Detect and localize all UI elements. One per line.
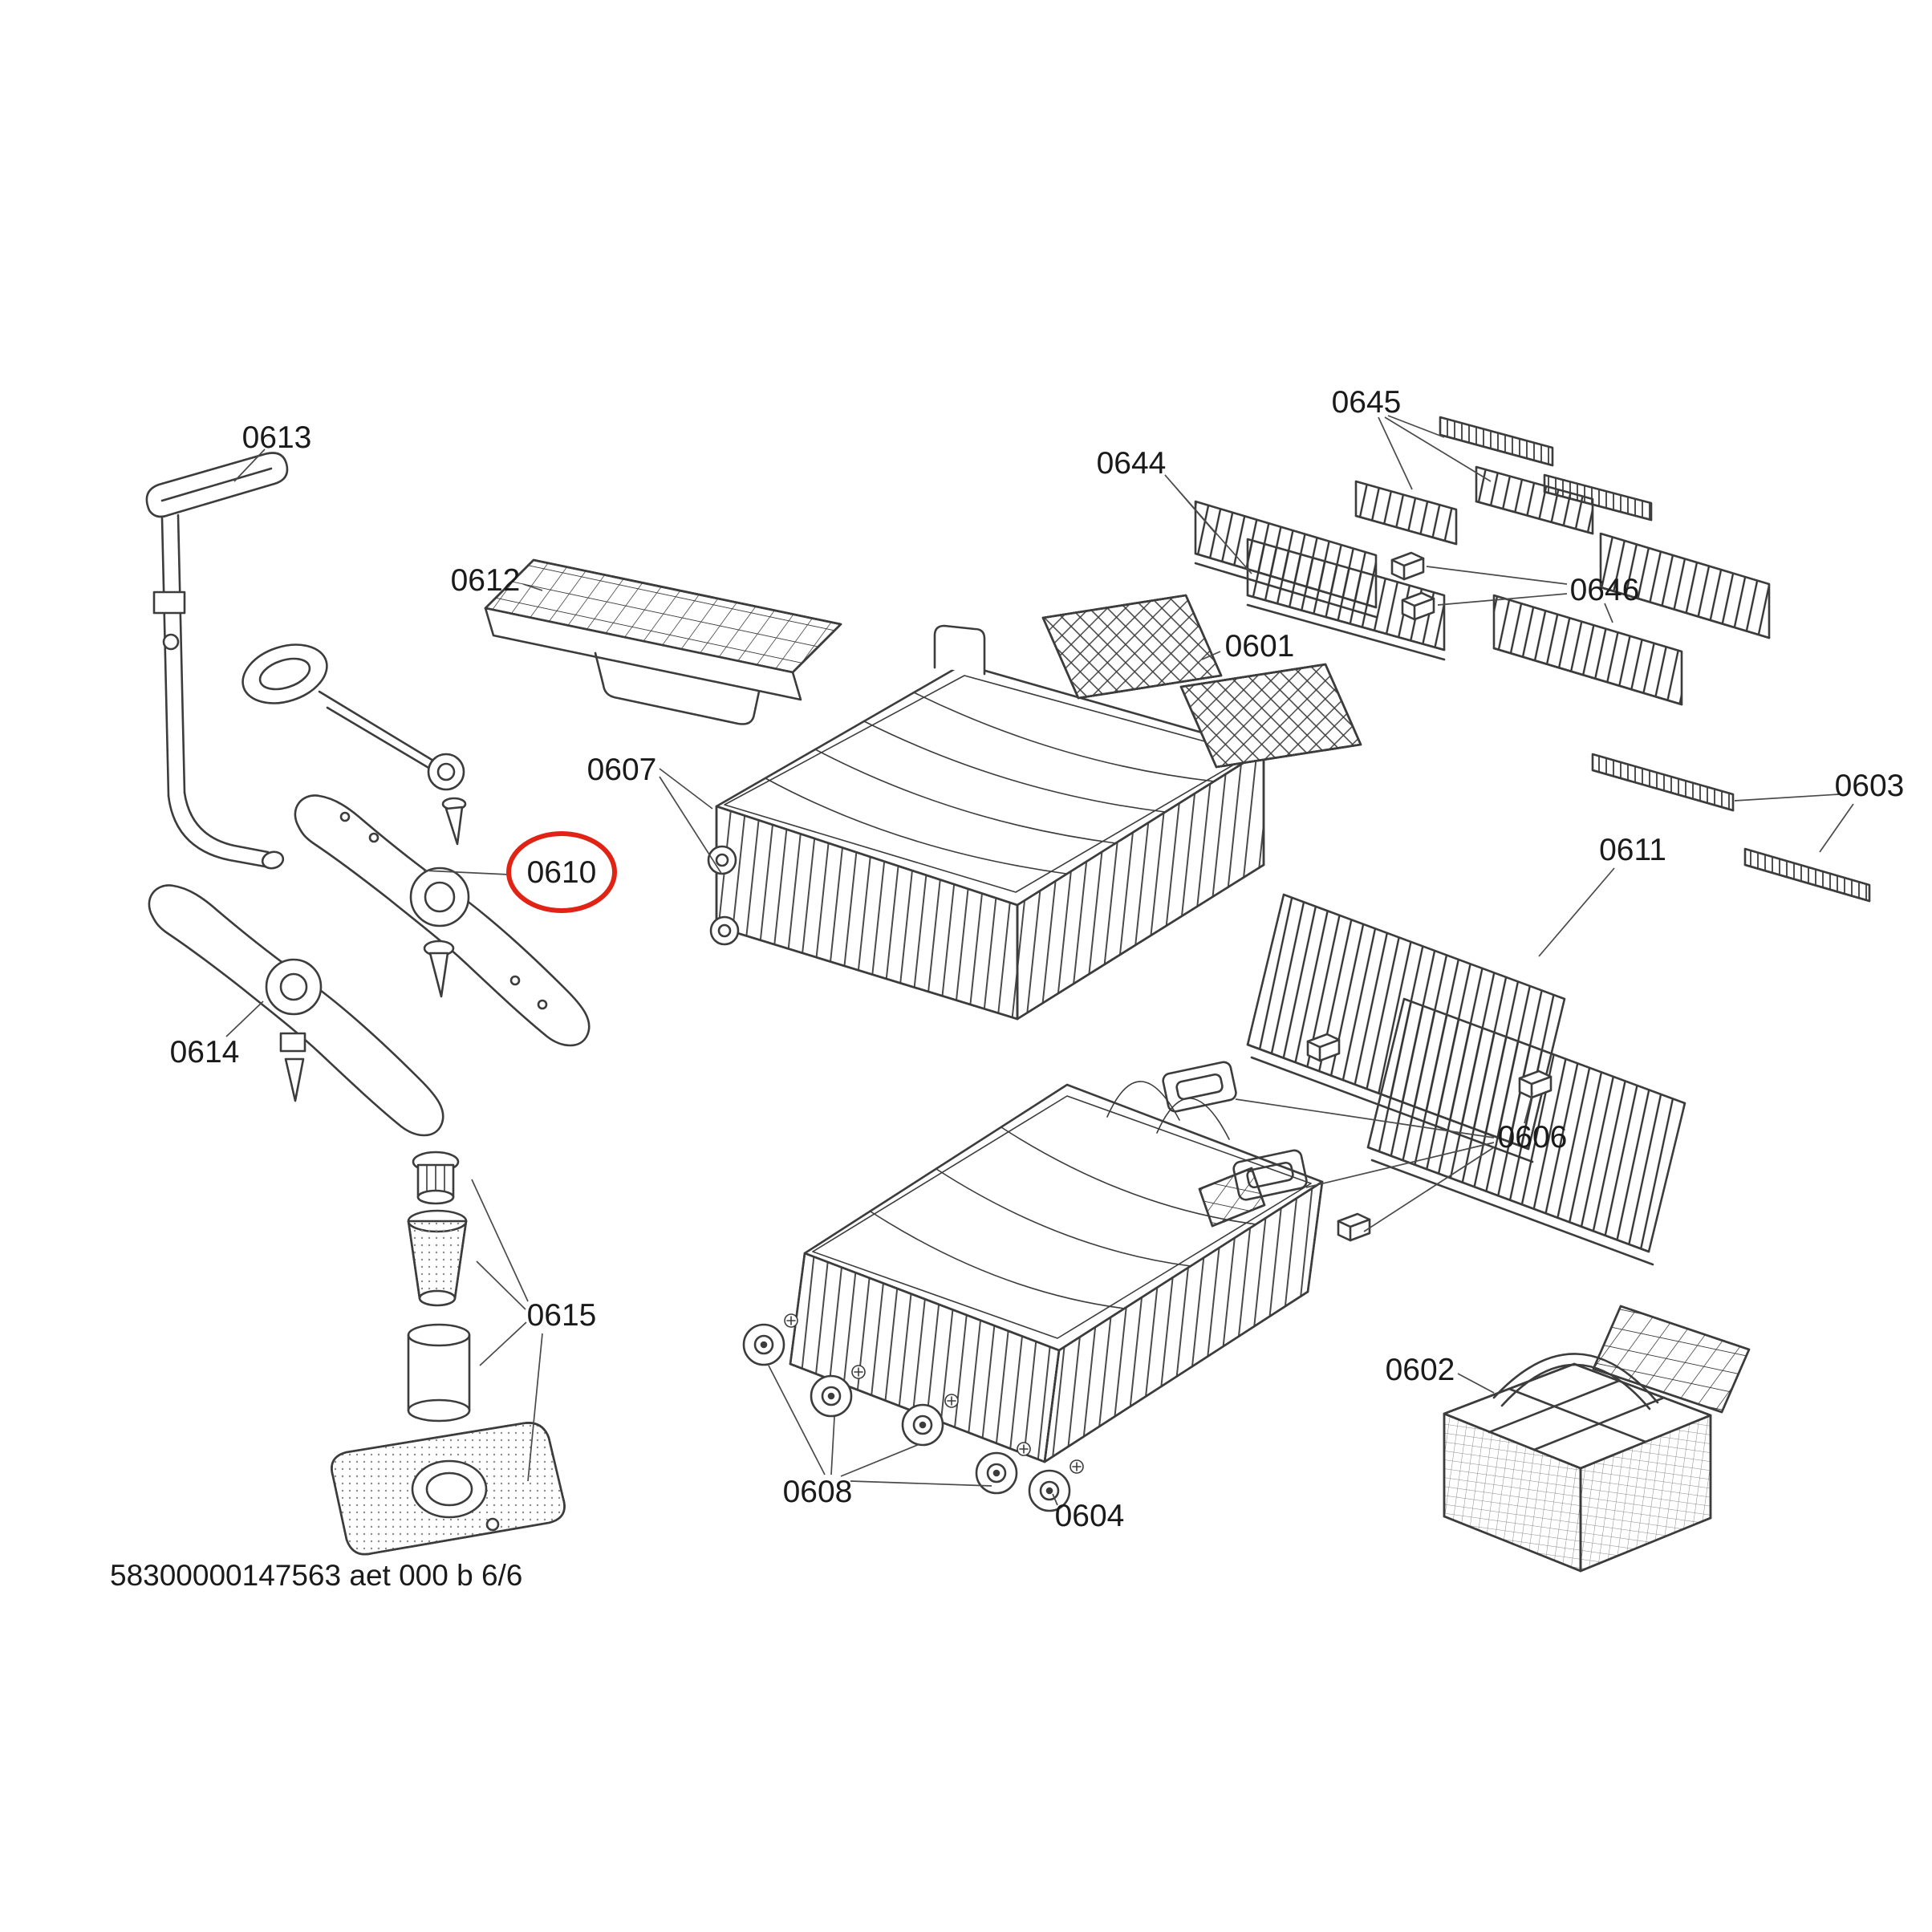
- part-label-0602[interactable]: 0602: [1386, 1353, 1455, 1387]
- part-label-0601[interactable]: 0601: [1225, 629, 1295, 664]
- part-0601-fold-racks: [1041, 594, 1362, 769]
- part-0644-tine-rows: [1194, 500, 1446, 661]
- part-0646-clips: [1390, 551, 1683, 706]
- part-0645-tine-rows: [1354, 416, 1771, 639]
- part-label-0603[interactable]: 0603: [1835, 769, 1905, 803]
- part-label-0614[interactable]: 0614: [170, 1035, 240, 1070]
- document-code: 58300000147563 aet 000 b 6/6: [110, 1559, 522, 1592]
- part-0613-feed-pipe: [145, 452, 289, 870]
- part-label-0610[interactable]: 0610: [527, 855, 597, 890]
- part-label-0607[interactable]: 0607: [587, 753, 657, 787]
- part-label-0645[interactable]: 0645: [1332, 385, 1402, 420]
- part-label-0644[interactable]: 0644: [1097, 446, 1167, 481]
- part-0615-filter-set: [331, 1151, 566, 1556]
- part-label-0615[interactable]: 0615: [527, 1298, 597, 1333]
- part-label-0612[interactable]: 0612: [451, 563, 521, 598]
- part-label-0606[interactable]: 0606: [1498, 1120, 1568, 1155]
- part-label-0608[interactable]: 0608: [783, 1475, 853, 1509]
- lower-basket: [789, 1081, 1324, 1463]
- part-label-0613[interactable]: 0613: [242, 420, 312, 455]
- highlight-circle-0610[interactable]: [506, 831, 617, 913]
- part-0614-spray-arm: [148, 884, 444, 1137]
- part-0612-grid-tray: [484, 558, 842, 725]
- part-label-0646[interactable]: 0646: [1570, 573, 1640, 607]
- part-0610-spray-arm: [294, 794, 591, 1047]
- part-label-0611[interactable]: 0611: [1599, 833, 1666, 867]
- part-label-0604[interactable]: 0604: [1055, 1499, 1125, 1533]
- part-0603-tine-strips: [1591, 753, 1871, 903]
- part-labels: 0613 0612 0607 0610 0614 0615 0601 0644 …: [170, 385, 1905, 1533]
- part-0610-bracket: [242, 643, 467, 846]
- leader-lines: [225, 415, 1854, 1506]
- part-0602-cutlery-basket: [1443, 1305, 1751, 1573]
